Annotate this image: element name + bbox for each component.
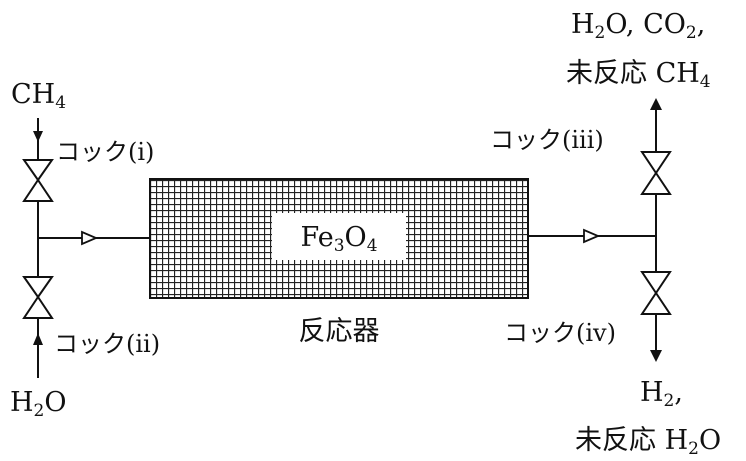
valve-iii-icon (640, 151, 672, 195)
inlet-h2o-label: H2O (10, 387, 67, 421)
outlet-bottom-line2: 未反応 H2O (575, 425, 721, 459)
cock-i-label: コック(i) (56, 138, 154, 166)
outlet-flow-arrow-icon (583, 228, 601, 244)
catalyst-label: Fe3O4 (300, 222, 377, 256)
outlet-bottom-line1: H2, (640, 377, 683, 411)
reactor-label: 反応器 (299, 316, 380, 347)
outlet-top-line2: 未反応 CH4 (566, 58, 711, 92)
h2o-flow-arrow-icon (33, 333, 43, 345)
valve-iv-icon (640, 271, 672, 315)
cock-ii-label: コック(ii) (54, 330, 160, 358)
bottom-outlet-arrow-icon (650, 350, 662, 362)
catalyst-window (272, 213, 406, 260)
cock-iv-label: コック(iv) (504, 319, 616, 347)
valve-ii-icon (22, 276, 54, 319)
valve-i-icon (22, 159, 54, 202)
top-outlet-arrow-icon (650, 98, 662, 110)
ch4-flow-arrow-icon (33, 131, 43, 142)
inlet-ch4-label: CH4 (11, 79, 66, 113)
outlet-top-line1: H2O, CO2, (571, 9, 705, 43)
feed-flow-arrow-icon (81, 230, 99, 246)
cock-iii-label: コック(iii) (490, 126, 604, 154)
